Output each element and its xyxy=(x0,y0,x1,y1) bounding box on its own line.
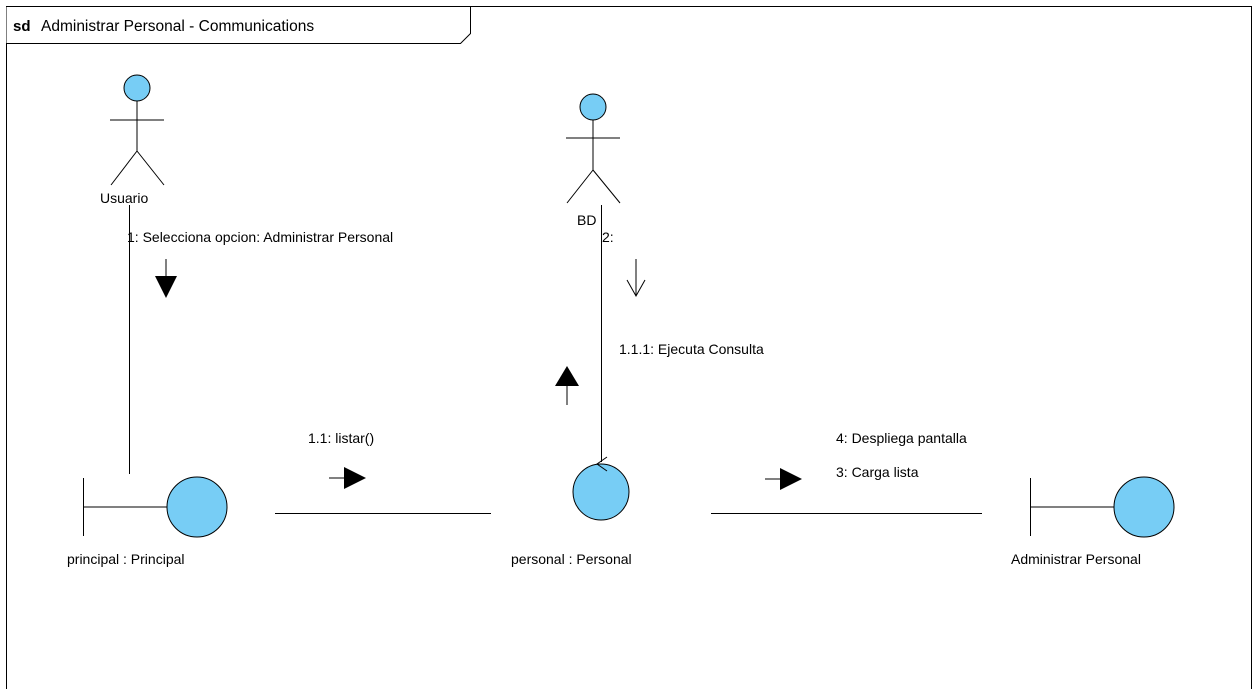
frame-tab xyxy=(6,6,471,44)
object-principal[interactable]: principal : Principal xyxy=(67,476,228,567)
message-1-1-1-label: 1.1.1: Ejecuta Consulta xyxy=(619,341,764,357)
message-1-1-1[interactable]: 1.1.1: Ejecuta Consulta xyxy=(555,341,764,405)
actor-head xyxy=(123,74,151,102)
boundary-circle xyxy=(166,476,228,538)
actor-usuario-label: Usuario xyxy=(100,190,148,206)
actor-leg-left xyxy=(566,169,594,204)
actor-usuario[interactable]: Usuario xyxy=(100,74,165,206)
message-arrow-head xyxy=(155,276,177,298)
message-3[interactable]: 3: Carga lista xyxy=(765,464,919,490)
message-4[interactable]: 4: Despliega pantalla xyxy=(836,430,967,446)
actor-bd-label: BD xyxy=(577,212,596,228)
message-arrow-head xyxy=(555,366,579,386)
control-circle xyxy=(572,463,630,521)
message-arrow-head-open xyxy=(626,279,646,298)
actor-leg-right xyxy=(136,150,165,186)
message-1-label: 1: Selecciona opcion: Administrar Person… xyxy=(127,229,393,245)
diagram-frame: sd Administrar Personal - Communications xyxy=(6,6,1252,689)
frame-title: Administrar Personal - Communications xyxy=(41,18,314,35)
message-arrow-head xyxy=(780,468,802,490)
links xyxy=(129,205,982,514)
message-4-label: 4: Despliega pantalla xyxy=(836,430,967,446)
object-administrar-personal[interactable]: Administrar Personal xyxy=(1011,476,1175,567)
message-2-label: 2: xyxy=(602,229,614,245)
boundary-circle xyxy=(1113,476,1175,538)
message-arrow-head xyxy=(344,467,366,489)
message-1-1[interactable]: 1.1: listar() xyxy=(308,430,374,489)
object-principal-label: principal : Principal xyxy=(67,551,185,567)
object-personal[interactable]: personal : Personal xyxy=(511,456,632,567)
control-arrowhead xyxy=(596,456,608,472)
frame-keyword: sd xyxy=(13,18,31,35)
message-2[interactable]: 2: xyxy=(602,229,646,298)
frame-border xyxy=(6,6,1252,689)
actor-head xyxy=(579,93,607,121)
actor-leg-right xyxy=(592,169,621,204)
object-personal-label: personal : Personal xyxy=(511,551,632,567)
actor-bd[interactable]: BD xyxy=(566,93,621,228)
actor-leg-left xyxy=(110,150,138,186)
message-3-label: 3: Carga lista xyxy=(836,464,919,480)
message-1[interactable]: 1: Selecciona opcion: Administrar Person… xyxy=(127,229,393,298)
object-administrar-label: Administrar Personal xyxy=(1011,551,1141,567)
message-1-1-label: 1.1: listar() xyxy=(308,430,374,446)
